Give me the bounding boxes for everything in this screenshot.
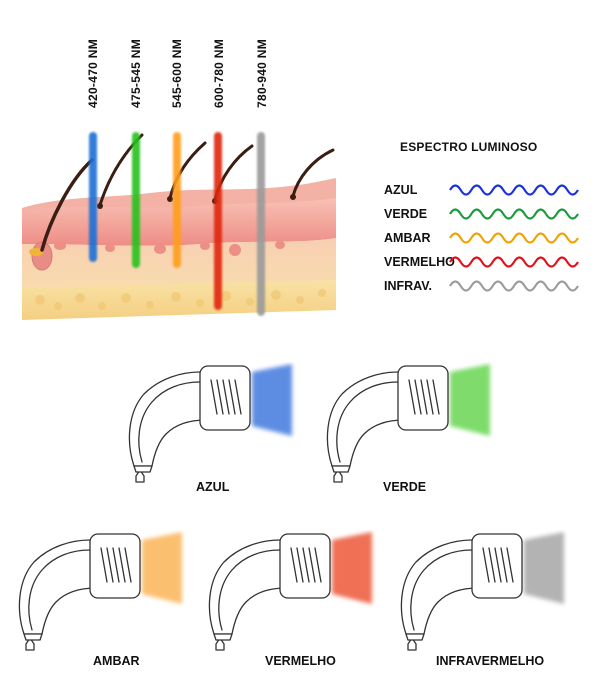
legend-row-vermelho: VERMELHO bbox=[384, 252, 584, 274]
legend-row-infrav: INFRAV. bbox=[384, 276, 584, 298]
legend-row-verde: VERDE bbox=[384, 204, 584, 226]
light-therapy-handpiece-icon bbox=[400, 532, 564, 651]
light-emission bbox=[450, 364, 490, 436]
light-emission bbox=[332, 532, 372, 604]
legend-label: INFRAV. bbox=[384, 279, 432, 293]
device-azul bbox=[120, 362, 300, 491]
legend-label: AZUL bbox=[384, 183, 418, 197]
wave-icon bbox=[449, 232, 579, 244]
legend-title: ESPECTRO LUMINOSO bbox=[400, 140, 538, 154]
light-therapy-handpiece-icon bbox=[326, 364, 490, 483]
legend-row-ambar: AMBAR bbox=[384, 228, 584, 250]
device-label: AMBAR bbox=[93, 654, 140, 668]
device-infravermelho bbox=[392, 530, 572, 659]
light-beam-red bbox=[214, 132, 222, 310]
light-therapy-handpiece-icon bbox=[128, 364, 292, 483]
device-verde bbox=[318, 362, 498, 491]
light-therapy-handpiece-icon bbox=[18, 532, 182, 651]
device-label: VERDE bbox=[383, 480, 427, 494]
epidermis-ridges bbox=[54, 241, 285, 256]
light-emission bbox=[524, 532, 564, 604]
hair-strands bbox=[40, 133, 335, 252]
skin-cross-section-illustration bbox=[22, 132, 336, 320]
light-beam-blue bbox=[89, 132, 97, 262]
legend-label: AMBAR bbox=[384, 231, 431, 245]
wave-icon bbox=[449, 256, 579, 268]
device-vermelho bbox=[200, 530, 380, 659]
wave-icon bbox=[449, 280, 579, 292]
legend-label: VERMELHO bbox=[384, 255, 455, 269]
wave-icon bbox=[449, 208, 579, 220]
light-therapy-handpiece-icon bbox=[208, 532, 372, 651]
light-emission bbox=[142, 532, 182, 604]
fat-cells bbox=[35, 289, 326, 310]
light-beam-infrared bbox=[257, 132, 265, 316]
legend-row-azul: AZUL bbox=[384, 180, 584, 202]
device-label: INFRAVERMELHO bbox=[436, 654, 545, 668]
device-ambar bbox=[10, 530, 190, 659]
wave-icon bbox=[449, 184, 579, 196]
device-label: AZUL bbox=[196, 480, 230, 494]
light-beam-amber bbox=[173, 132, 181, 268]
device-label: VERMELHO bbox=[265, 654, 336, 668]
light-beam-green bbox=[132, 132, 140, 268]
light-emission bbox=[252, 364, 292, 436]
legend-label: VERDE bbox=[384, 207, 428, 221]
light-beams bbox=[89, 132, 265, 316]
